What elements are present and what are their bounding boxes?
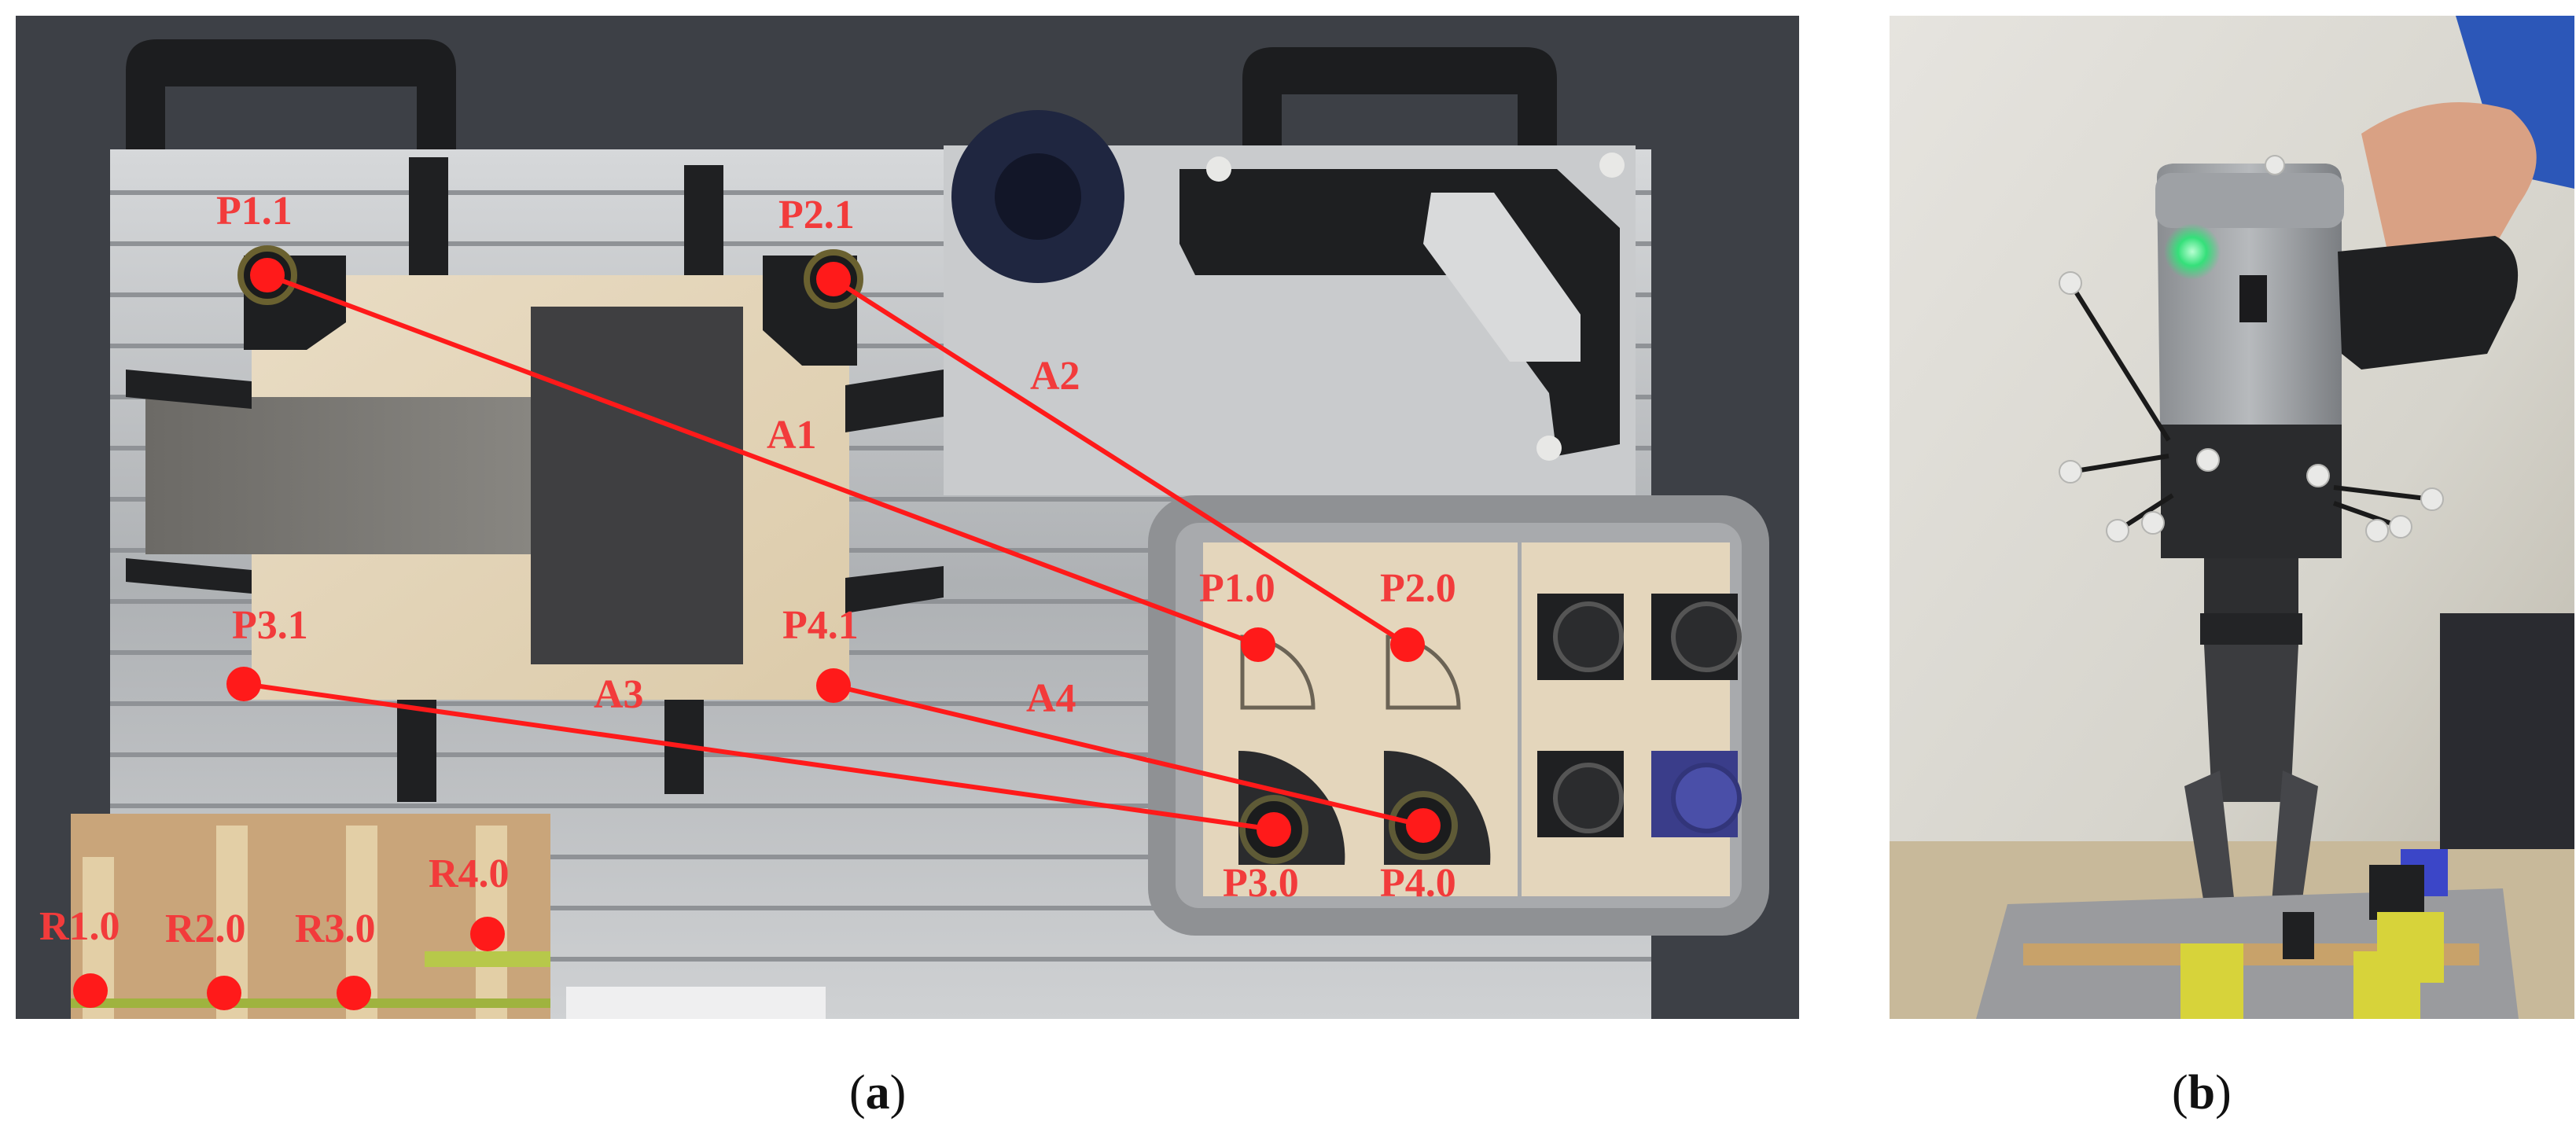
panel-a-photo: P1.1 P2.1 P3.1 P4.1 P1.0 P2.0 P3.0 P4.0 … [16, 16, 1799, 1019]
black-tube [2369, 865, 2424, 920]
line-a3 [243, 682, 1275, 832]
marker-p30 [1257, 812, 1291, 847]
wooden-rack [71, 814, 550, 1019]
label-p11: P1.1 [216, 189, 293, 234]
tube [1671, 601, 1742, 672]
black-tube [2283, 912, 2314, 959]
label-p21: P2.1 [778, 193, 855, 237]
gripper-finger-right [2271, 770, 2318, 928]
line-a1 [266, 273, 1260, 647]
marker-r30 [337, 976, 371, 1010]
gripper-ring [2200, 613, 2302, 645]
hand [2361, 102, 2537, 281]
label-p31: P3.1 [232, 603, 308, 648]
panel-b-photo [1890, 16, 2574, 1019]
tube [1553, 763, 1624, 833]
paper-sheet [566, 987, 826, 1019]
gripper-body [2204, 645, 2298, 802]
scanner-top [2155, 173, 2344, 228]
point-markers [73, 258, 1441, 1010]
gripper-flange [2204, 558, 2298, 613]
fixture-wing [845, 370, 944, 432]
tracking-marker [1536, 436, 1562, 461]
label-p41: P4.1 [782, 603, 859, 648]
caption-b: (b) [2172, 1066, 2232, 1120]
caption-a-letter: a [865, 1066, 890, 1120]
label-a3: A3 [594, 672, 644, 717]
label-r40: R4.0 [429, 851, 510, 896]
connection-lines [243, 273, 1424, 832]
marker-p21 [816, 262, 851, 296]
label-p30: P3.0 [1223, 861, 1299, 906]
caption-a: (a) [849, 1066, 907, 1120]
tracking-marker [1599, 153, 1625, 178]
dark-plate [531, 307, 743, 664]
label-p10: P1.0 [1199, 566, 1275, 611]
gripper-part-center [995, 153, 1081, 240]
marker-r10 [73, 973, 108, 1008]
status-led [2164, 223, 2221, 280]
fixture-wing [126, 370, 252, 409]
dark-object-background [2440, 613, 2574, 849]
right-handle [1242, 47, 1557, 157]
green-strip [425, 951, 550, 967]
label-p20: P2.0 [1380, 566, 1456, 611]
caption-b-letter: b [2188, 1066, 2216, 1120]
line-a2 [832, 277, 1409, 647]
label-a4: A4 [1026, 676, 1076, 721]
tube [1553, 601, 1624, 672]
marker-p20 [1390, 627, 1425, 662]
label-a1: A1 [767, 413, 817, 458]
marker-p10 [1241, 627, 1275, 662]
scanner-button [2239, 275, 2267, 322]
label-p40: P4.0 [1380, 861, 1456, 906]
fence [684, 165, 723, 287]
green-strip [71, 998, 550, 1008]
label-r10: R1.0 [39, 904, 120, 949]
tracking-marker [1206, 156, 1231, 182]
label-r30: R3.0 [295, 906, 376, 951]
tube-blue [1671, 763, 1742, 833]
scanner-grip [2338, 236, 2519, 370]
marker-p40 [1406, 808, 1441, 843]
marker-r40 [470, 917, 505, 951]
yellow-tube [2180, 943, 2243, 1019]
fence [409, 157, 448, 287]
blue-sleeve [2456, 16, 2574, 189]
bracket-slot [1423, 193, 1581, 362]
yellow-tube [2353, 951, 2420, 1019]
label-a2: A2 [1030, 354, 1080, 399]
tracking-spheres [2059, 155, 2444, 542]
marker-p11 [250, 258, 285, 292]
line-a4 [833, 683, 1424, 828]
marker-p31 [226, 667, 261, 701]
marker-r20 [207, 976, 241, 1010]
label-r20: R2.0 [165, 906, 246, 951]
gripper-finger-left [2184, 770, 2236, 928]
handheld-scanner-scene [1890, 16, 2574, 1019]
marker-p41 [816, 668, 851, 703]
scanner-lower-housing [2161, 425, 2342, 558]
fixture-wing [126, 558, 252, 594]
fixture-wing [845, 566, 944, 613]
workcell-top-view: P1.1 P2.1 P3.1 P4.1 P1.0 P2.0 P3.0 P4.0 … [16, 16, 1799, 1019]
left-handle [126, 39, 456, 149]
fence [664, 684, 704, 794]
steel-bar [145, 397, 558, 554]
